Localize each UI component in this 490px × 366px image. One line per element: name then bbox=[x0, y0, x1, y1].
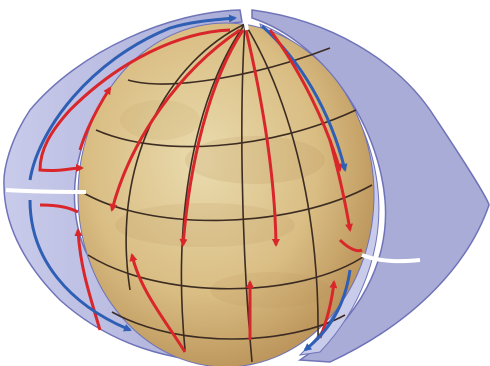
planet-globe bbox=[78, 23, 374, 366]
